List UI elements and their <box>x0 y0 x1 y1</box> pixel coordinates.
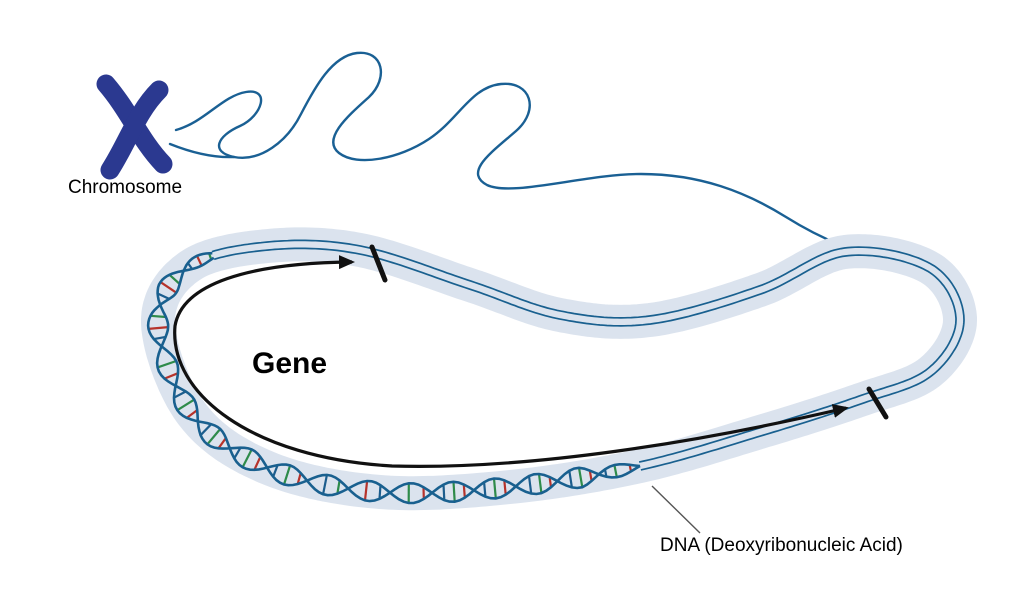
dna-base-pair <box>253 456 262 471</box>
dna-base-pair <box>503 480 507 495</box>
dna-base-pair <box>613 464 618 478</box>
dna-base-pair <box>452 481 456 502</box>
dna-base-pair <box>159 281 177 294</box>
gene-end-tick <box>866 386 889 420</box>
dna-base-pair <box>157 359 177 369</box>
dna-base-pair <box>537 473 543 494</box>
dna-base-pair <box>196 255 203 267</box>
dna-base-pair <box>186 409 198 419</box>
dna-helix-strand <box>155 256 641 504</box>
dna-base-pair <box>442 484 446 501</box>
dna-base-pair <box>168 273 181 285</box>
dna-base-pair <box>173 390 187 399</box>
dna-base-pair <box>548 476 553 488</box>
gene-label: Gene <box>252 347 327 380</box>
dna-base-pair <box>568 470 573 488</box>
dna-base-pair <box>483 482 487 497</box>
gene-annotation <box>173 244 889 468</box>
dna-band <box>141 227 977 511</box>
dna-base-pair <box>588 470 593 482</box>
dna-base-pair <box>148 326 169 330</box>
dna-base-pair <box>296 472 302 485</box>
dna-base-pair <box>153 335 166 341</box>
dna-base-pair <box>378 485 382 499</box>
dna-base-pair <box>462 484 466 498</box>
dna-base-pair <box>492 478 497 499</box>
gene-span-arrow <box>173 255 849 468</box>
dna-base-pair <box>322 474 328 495</box>
chromatin-fiber <box>174 51 890 262</box>
dna-base-pair <box>150 314 166 319</box>
chromosome-arm <box>100 80 169 180</box>
dna-base-pair <box>577 467 584 488</box>
dna-base-pair <box>336 480 341 494</box>
dna-base-pair <box>241 448 253 468</box>
chromosome-label: Chromosome <box>68 177 182 198</box>
chromatin-fiber-2 <box>168 142 236 159</box>
dna-base-pair <box>233 447 242 459</box>
dna-base-pair <box>363 480 369 501</box>
dna-base-pair <box>282 465 292 485</box>
dna-base-pair <box>206 428 222 446</box>
dna-base-pair <box>217 437 227 449</box>
chromosome-icon <box>96 74 173 180</box>
dna-base-pair <box>527 475 533 494</box>
dna-helix-strand <box>146 251 641 505</box>
dna-base-pair <box>164 372 179 380</box>
dna-base-pair <box>272 464 279 478</box>
dna-base-pair <box>157 292 170 300</box>
gene-start-tick <box>369 244 388 283</box>
dna-base-pair <box>176 398 195 412</box>
dna-base-pair <box>199 423 212 436</box>
dna-leader-line <box>651 485 701 534</box>
dna-label: DNA (Deoxyribonucleic Acid) <box>660 535 903 556</box>
